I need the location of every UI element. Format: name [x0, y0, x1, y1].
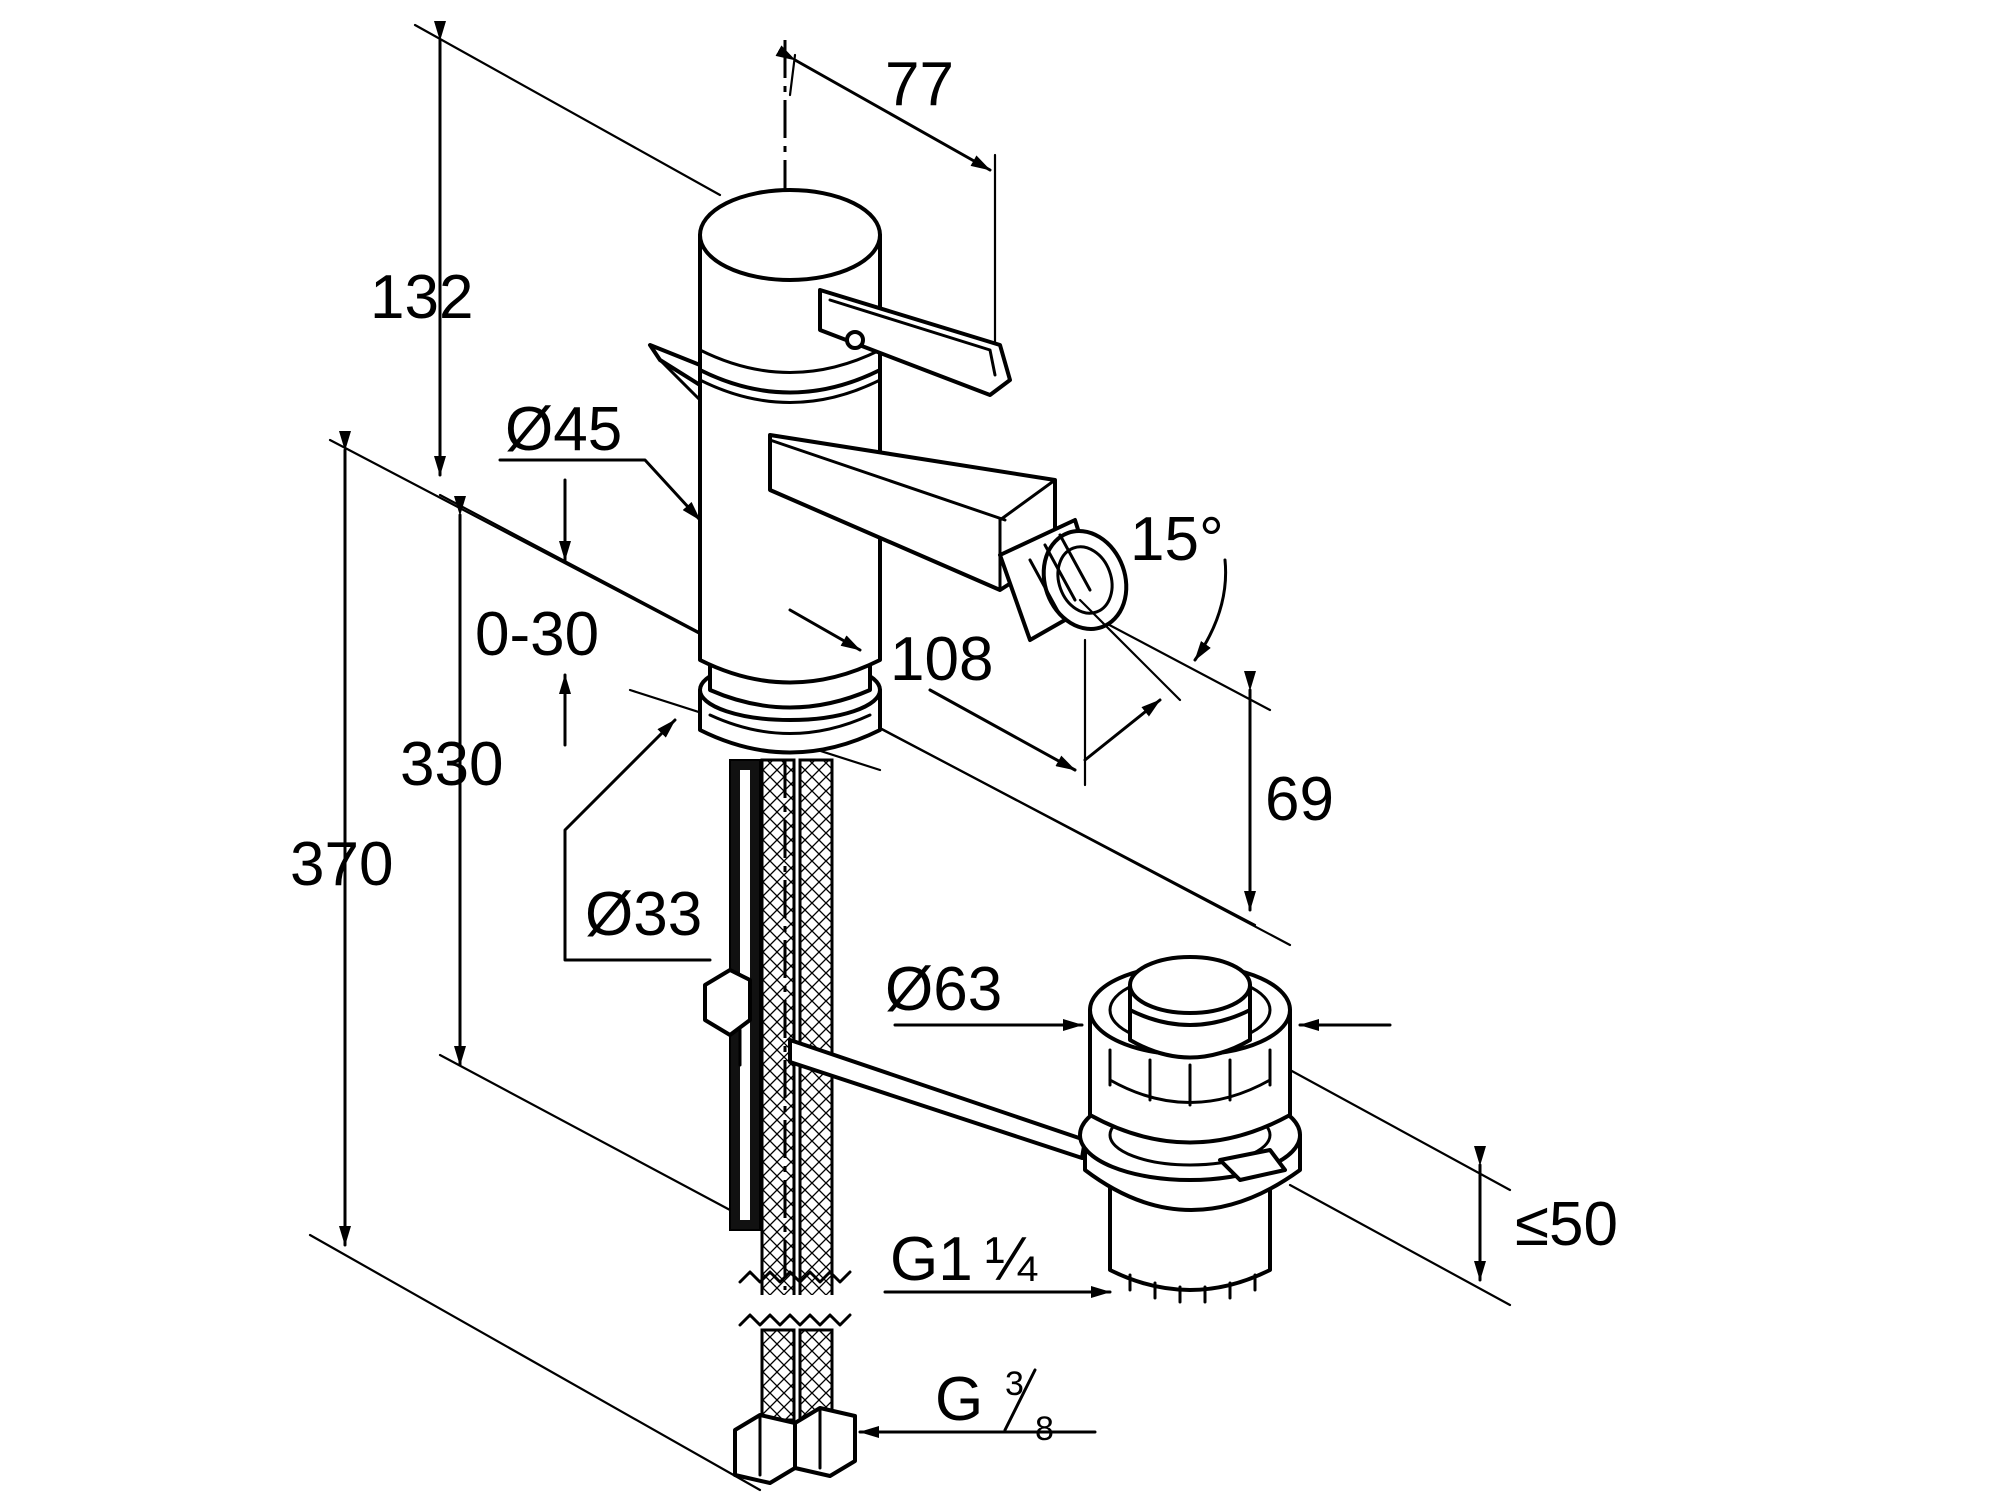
thread-g-denominator: 8 — [1035, 1410, 1054, 1448]
dim-77: 77 — [885, 50, 954, 119]
dim-370: 370 — [290, 830, 393, 899]
mixer-body — [648, 188, 1129, 755]
dimension-labels: 132 77 Ø45 0-30 330 370 108 15° 69 Ø33 Ø… — [290, 50, 1618, 1448]
thread-g1-main: G1 — [890, 1225, 973, 1294]
dim-diameter-63: Ø63 — [885, 955, 1002, 1024]
dim-132: 132 — [370, 263, 473, 332]
popup-rod — [703, 968, 1087, 1160]
dim-max-50: ≤50 — [1515, 1190, 1618, 1259]
flexible-hoses — [729, 758, 852, 1422]
dim-diameter-45: Ø45 — [505, 395, 622, 464]
popup-waste — [1078, 955, 1302, 1304]
dim-330: 330 — [400, 730, 503, 799]
dimension-lines — [339, 21, 1486, 1438]
thread-g-main: G — [935, 1365, 983, 1434]
thread-g1-fraction: ¼ — [985, 1225, 1038, 1294]
dim-diameter-33: Ø33 — [585, 880, 702, 949]
dim-69: 69 — [1265, 765, 1334, 834]
thread-g-numerator: 3 — [1005, 1365, 1024, 1403]
dim-angle-15: 15° — [1130, 505, 1224, 574]
g38-nuts — [733, 1406, 857, 1485]
dim-0-30: 0-30 — [475, 600, 599, 669]
dim-108: 108 — [890, 625, 993, 694]
fraction-slash — [1003, 1368, 1037, 1432]
